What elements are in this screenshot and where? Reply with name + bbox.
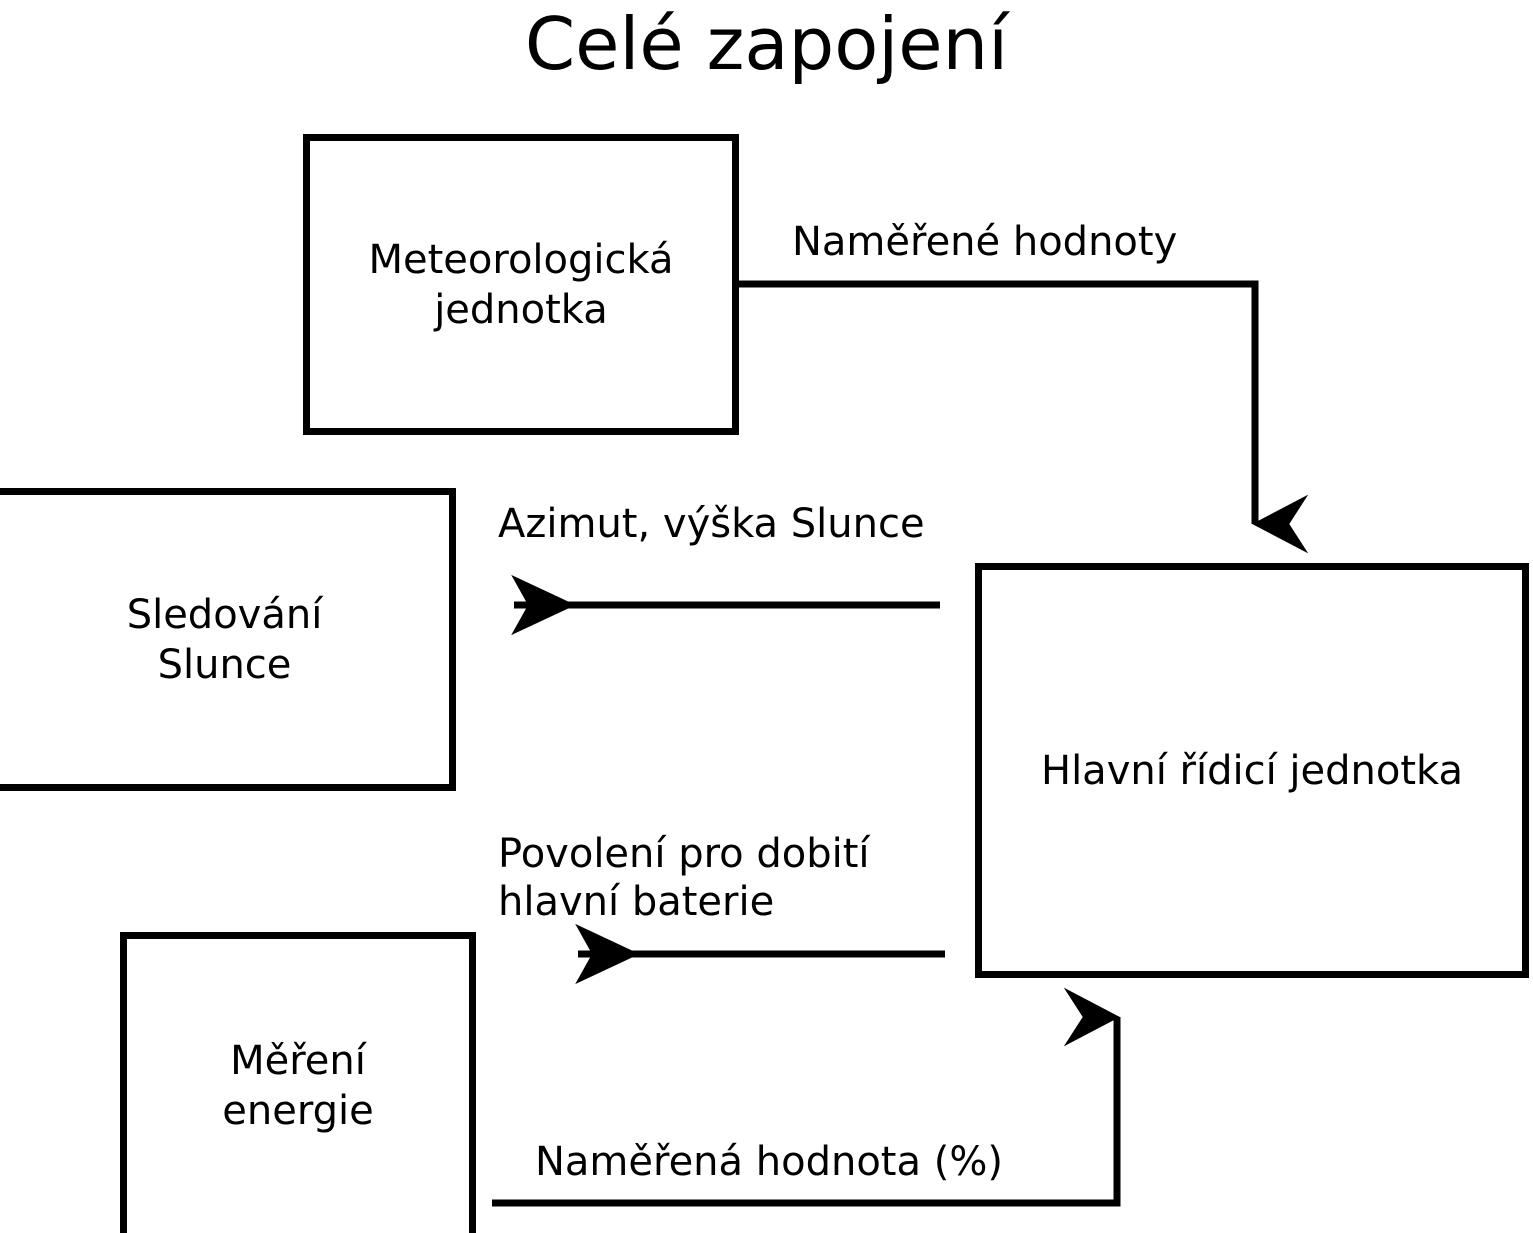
edge-label-measured-values: Naměřené hodnoty (792, 219, 1178, 265)
node-label: Meteorologická jednotka (368, 236, 674, 333)
edge-label-azimuth: Azimut, výška Slunce (498, 501, 925, 547)
page-title: Celé zapojení (524, 2, 1009, 86)
node-mereni-energie[interactable]: Měření energie (120, 932, 476, 1233)
node-sledovani-slunce[interactable]: Sledování Slunce (0, 488, 456, 791)
node-label: Hlavní řídicí jednotka (1040, 747, 1464, 794)
connector-measured-values (739, 280, 1309, 554)
node-meteorologicka-jednotka[interactable]: Meteorologická jednotka (303, 134, 739, 435)
node-label: Sledování Slunce (126, 591, 323, 688)
connector-measured-pct (492, 987, 1121, 1207)
node-hlavni-ridici-jednotka[interactable]: Hlavní řídicí jednotka (975, 563, 1529, 978)
node-label: Měření energie (222, 1038, 374, 1134)
edge-label-charge-permit: Povolení pro dobití hlavní baterie (498, 831, 870, 925)
edge-label-measured-pct: Naměřená hodnota (%) (535, 1139, 1003, 1185)
